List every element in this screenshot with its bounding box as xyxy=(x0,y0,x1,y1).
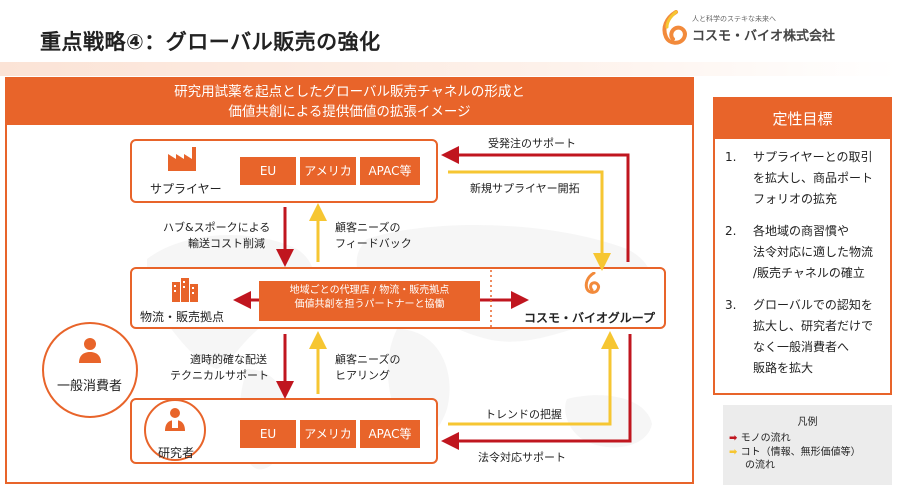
legend-row-info: ➡ コト（情報、無形価値等） xyxy=(729,447,861,459)
goal-num: 2. xyxy=(725,224,737,238)
yellow-arrow-icon: ➡ xyxy=(729,447,738,458)
goal-line: 拡大し、研究者だけで xyxy=(753,319,874,333)
goal-num: 3. xyxy=(725,298,737,312)
factory-icon xyxy=(168,147,196,171)
goal-line: /販売チャネルの確立 xyxy=(753,266,865,280)
cosmo-logo-icon xyxy=(584,272,600,294)
building-icon xyxy=(172,278,198,302)
arrow-legal xyxy=(441,334,632,450)
goal-line: 法令対応に適した物流 xyxy=(753,245,874,259)
goal-text: グローバルでの認知を 拡大し、研究者だけで なく一般消費者へ 販路を拡大 xyxy=(753,295,888,379)
legend: 凡例 ➡ モノの流れ ➡ コト（情報、無形価値等） の流れ xyxy=(723,405,892,485)
diagram-header: 研究用試薬を起点としたグローバル販売チャネルの形成と 価値共創による提供価値の拡… xyxy=(7,79,692,125)
label-hub-line1: ハブ&スポークによる xyxy=(163,221,271,234)
label-timely-line2: テクニカルサポート xyxy=(170,369,269,382)
partner-bar-line2: 価値共創を担うパートナーと協働 xyxy=(294,299,445,310)
label-new-supplier: 新規サプライヤー開拓 xyxy=(470,182,580,195)
consumer-label: 一般消費者 xyxy=(57,379,123,394)
label-hearing-line2: ヒアリング xyxy=(335,369,390,382)
supplier-chip-apac: APAC等 xyxy=(360,157,420,185)
researcher-chip-eu: EU xyxy=(240,420,296,448)
cosmo-group-label: コスモ・バイオグループ xyxy=(524,311,656,325)
person-icon xyxy=(79,338,101,363)
goal-text: 各地域の商習慣や 法令対応に適した物流 /販売チャネルの確立 xyxy=(753,221,888,284)
label-timely-line1: 適時的確な配送 xyxy=(190,353,267,366)
logo-mark-icon xyxy=(662,10,687,45)
legend-goods-label: モノの流れ xyxy=(740,433,791,444)
label-feedback-line2: フィードバック xyxy=(335,237,412,250)
arrow-trend xyxy=(448,331,619,426)
legend-title: 凡例 xyxy=(797,417,818,428)
goals-panel: 定性目標 1. サプライヤーとの取引 を拡大し、商品ポート フォリオの拡充 2.… xyxy=(713,97,892,395)
legend-info-line1: コト（情報、無形価値等） xyxy=(740,447,861,458)
red-arrow-icon: ➡ xyxy=(729,433,738,444)
goal-line: サプライヤーとの取引 xyxy=(753,150,873,164)
label-hearing-line1: 顧客ニーズの xyxy=(335,353,401,366)
goal-text: サプライヤーとの取引 を拡大し、商品ポート フォリオの拡充 xyxy=(753,147,888,210)
label-trend: トレンドの把握 xyxy=(485,408,562,421)
diagram-header-line2: 価値共創による提供価値の拡張イメージ xyxy=(228,104,471,120)
label-feedback-line1: 顧客ニーズの xyxy=(335,221,401,234)
goal-line: を拡大し、商品ポート xyxy=(753,171,874,185)
partner-bar: 地域ごとの代理店 / 物流・販売拠点 価値共創を担うパートナーと協働 xyxy=(259,281,480,321)
goal-line: グローバルでの認知を xyxy=(753,298,873,312)
researcher-chip-apac: APAC等 xyxy=(360,420,420,448)
arrow-order-support xyxy=(441,146,630,262)
legend-info-line2: の流れ xyxy=(745,460,775,471)
legend-row-info-2: の流れ xyxy=(745,460,775,472)
goals-title: 定性目標 xyxy=(715,99,890,139)
logo-name: コスモ・バイオ株式会社 xyxy=(692,29,836,44)
supplier-chip-america: アメリカ xyxy=(300,157,356,185)
supplier-label: サプライヤー xyxy=(150,182,222,196)
label-hub-line2: 輸送コスト削減 xyxy=(188,237,265,250)
arrow-new-supplier xyxy=(448,170,611,271)
label-order-support: 受発注のサポート xyxy=(488,137,576,150)
label-legal: 法令対応サポート xyxy=(478,451,566,464)
supplier-chip-eu: EU xyxy=(240,157,296,185)
page-title: 重点戦略④：グローバル販売の強化 xyxy=(40,30,381,54)
company-logo: 人と科学のステキな未来へ コスモ・バイオ株式会社 xyxy=(658,8,868,48)
researcher-label: 研究者 xyxy=(158,446,195,460)
distribution-label: 物流・販売拠点 xyxy=(140,310,225,324)
logo-tagline: 人と科学のステキな未来へ xyxy=(692,15,776,23)
goal-line: なく一般消費者へ xyxy=(753,340,850,354)
goal-num: 1. xyxy=(725,150,737,164)
goal-line: フォリオの拡充 xyxy=(753,192,838,206)
legend-row-goods: ➡ モノの流れ xyxy=(729,433,791,445)
goal-line: 各地域の商習慣や xyxy=(753,224,850,238)
partner-bar-line1: 地域ごとの代理店 / 物流・販売拠点 xyxy=(289,285,450,296)
researcher-chip-america: アメリカ xyxy=(300,420,356,448)
researcher-icon xyxy=(165,408,185,431)
diagram-header-line1: 研究用試薬を起点としたグローバル販売チャネルの形成と xyxy=(174,84,525,100)
goal-line: 販路を拡大 xyxy=(753,361,814,375)
header-band xyxy=(0,62,898,76)
